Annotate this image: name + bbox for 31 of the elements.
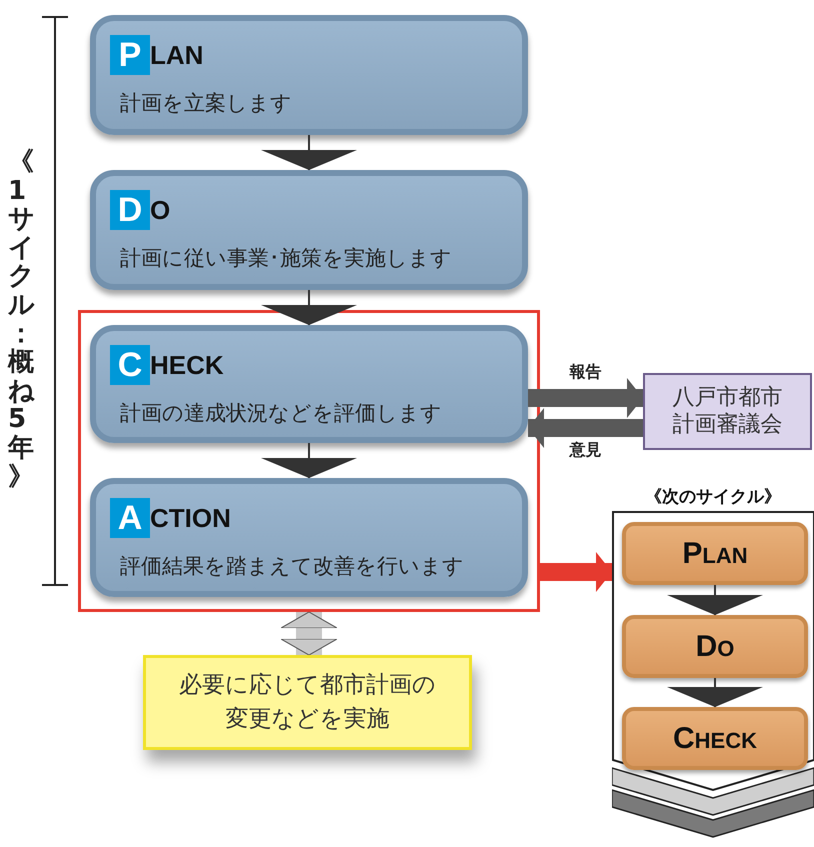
note-box	[143, 655, 472, 750]
arrow	[261, 443, 357, 478]
step-title: PLAN	[682, 536, 748, 570]
block-arrow	[528, 408, 643, 448]
arrow	[667, 678, 763, 707]
step-description: 計画に従い事業･施策を実施します	[120, 245, 452, 272]
block-arrow	[528, 378, 643, 418]
highlight-frame	[78, 310, 540, 612]
council-box	[643, 373, 812, 450]
step-box	[90, 15, 528, 135]
step-description: 計画の達成状況などを評価します	[120, 400, 442, 427]
step-box	[90, 325, 528, 443]
step-description: 計画を立案します	[120, 90, 292, 117]
step-box	[90, 478, 528, 597]
box-text: 八戸市都市計画審議会	[672, 385, 784, 438]
block-arrow	[280, 612, 338, 656]
step-box	[90, 170, 528, 290]
edge-label: 報告	[568, 362, 604, 383]
panel-title: 《次のサイクル》	[644, 486, 782, 508]
box-text: 必要に応じて都市計画の変更などを実施	[178, 671, 437, 734]
block-arrow	[540, 552, 612, 592]
step-title: CHECK	[672, 722, 757, 756]
cycle-step-box	[622, 522, 808, 585]
cycle-step-box	[622, 615, 808, 678]
cycle-step-box	[622, 707, 808, 770]
arrow	[261, 290, 357, 325]
arrow	[261, 135, 357, 170]
period-label: 《1サイクル：概ね5年》	[8, 148, 34, 492]
step-description: 評価結果を踏まえて改善を行います	[120, 553, 464, 580]
step-title: DO	[696, 630, 734, 664]
arrow	[667, 585, 763, 615]
